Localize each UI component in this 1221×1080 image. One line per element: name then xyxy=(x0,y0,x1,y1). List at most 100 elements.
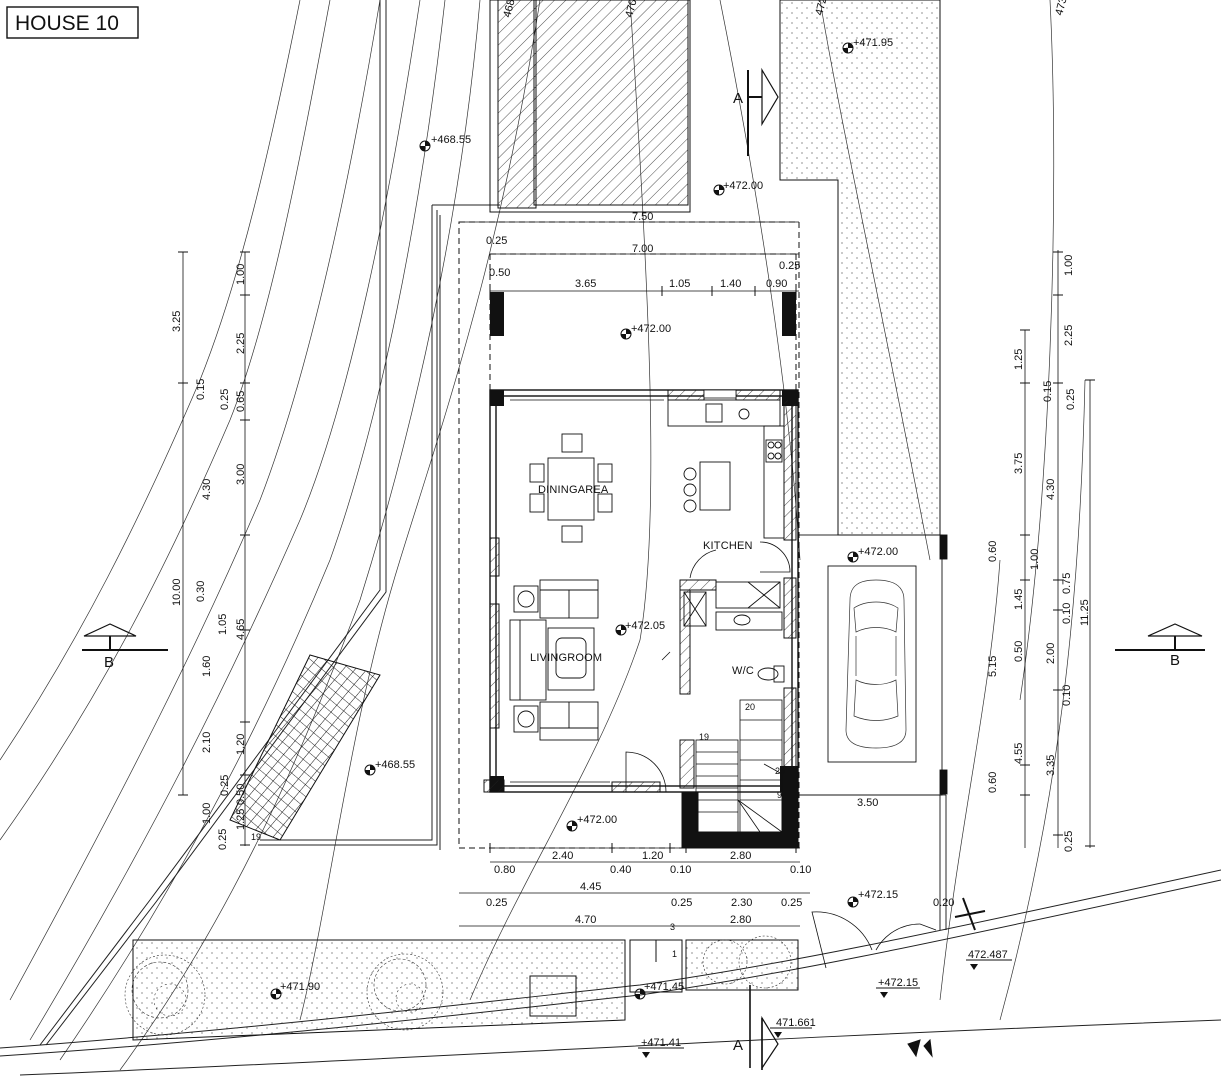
dim-label: 4.70 xyxy=(575,914,596,926)
dim-label: 0.25 xyxy=(217,829,229,850)
dim-label: 0.15 xyxy=(195,379,207,400)
level-markers: +468.55 +471.95 +472.00 +472.00 +472.00 … xyxy=(270,37,898,1000)
dim-label: 11.25 xyxy=(1079,599,1091,626)
dim-label: 1.25 xyxy=(1013,349,1025,370)
dim-label: 4.30 xyxy=(201,479,213,500)
tree-icon xyxy=(366,953,444,1031)
windows xyxy=(510,389,737,787)
dim-label: 1.60 xyxy=(201,656,213,677)
dimension-ticks xyxy=(178,251,1095,853)
contour-label-473: 473 xyxy=(1053,0,1069,17)
dim-label: 0.80 xyxy=(494,864,515,876)
dim-label: 1.00 xyxy=(1063,255,1075,276)
tree-icon xyxy=(124,954,206,1036)
level-label: +471.45 xyxy=(644,981,684,993)
dim-label: 1.00 xyxy=(1029,549,1041,570)
dim-label: 0.60 xyxy=(987,541,999,562)
dims-left-outer: 3.25 0.15 4.30 10.00 0.30 1.60 2.10 1.00… xyxy=(171,311,229,850)
dims-top: 7.50 0.25 7.00 0.25 0.50 3.65 1.05 1.40 … xyxy=(486,211,800,290)
level-marker: +472.00 xyxy=(620,323,671,340)
dim-label: 0.15 xyxy=(1042,381,1054,402)
level-label: 471.661 xyxy=(776,1017,816,1029)
level-label: +472.00 xyxy=(577,814,617,826)
stair-numbers: 20 19 25 9 19 3 1 xyxy=(251,702,785,959)
entrance-gate xyxy=(529,897,986,1068)
section-label-b-left: B xyxy=(104,654,114,671)
dim-label: 7.00 xyxy=(632,243,653,255)
dim-label: 2.80 xyxy=(730,914,751,926)
dim-label: 1.25 xyxy=(235,809,247,830)
dining-table xyxy=(529,433,613,543)
dim-label: 0.75 xyxy=(1061,573,1073,594)
level-marker: +472.15 xyxy=(847,889,898,908)
dim-label: 0.25 xyxy=(779,260,800,272)
level-label: +468.55 xyxy=(375,759,415,771)
section-marker-a-bottom: A xyxy=(733,1015,779,1070)
car-icon xyxy=(845,579,907,749)
dim-label: 4.45 xyxy=(580,881,601,893)
dims-right-b: 0.15 4.30 1.00 1.45 0.50 2.00 4.55 3.35 xyxy=(1013,381,1057,776)
level-marker: +468.55 xyxy=(364,759,415,776)
dim-label: 0.50 xyxy=(235,784,247,805)
stair-number: 19 xyxy=(251,832,261,842)
dim-label: 0.10 xyxy=(790,864,811,876)
level-label: +472.00 xyxy=(631,323,671,335)
tree-icon xyxy=(702,935,792,989)
dim-label: 0.10 xyxy=(1061,685,1073,706)
dims-right-a: 1.25 3.75 0.60 5.15 0.60 xyxy=(987,349,1025,793)
dim-label: 1.00 xyxy=(235,264,247,285)
section-label-a-bottom: A xyxy=(733,1037,743,1054)
stair-number: 19 xyxy=(699,732,709,742)
living-furniture xyxy=(509,579,599,741)
dim-label: 5.15 xyxy=(987,656,999,677)
dim-label: 0.10 xyxy=(1061,603,1073,624)
dim-label: 0.25 xyxy=(486,897,507,909)
level-triangle: 472.487 xyxy=(966,949,1012,970)
dim-label: 4.55 xyxy=(1013,743,1025,764)
dim-label: 3.75 xyxy=(1013,453,1025,474)
dim-label: 3.50 xyxy=(857,797,878,809)
dim-label: 0.50 xyxy=(1013,641,1025,662)
stair-number: 1 xyxy=(672,949,677,959)
dim-label: 0.25 xyxy=(486,235,507,247)
level-triangles: 472.487 +472.15 471.661 +471.41 xyxy=(638,949,1012,1058)
dim-label: 3.35 xyxy=(1045,755,1057,776)
dim-label: 3.65 xyxy=(575,278,596,290)
door-swings xyxy=(625,541,937,969)
dim-label: 2.25 xyxy=(235,333,247,354)
section-label-b-right: B xyxy=(1170,652,1180,669)
level-marker: +468.55 xyxy=(419,134,471,152)
wc-fixtures xyxy=(683,581,785,683)
level-label: +471.41 xyxy=(641,1037,681,1049)
dim-label: 2.30 xyxy=(731,897,752,909)
dim-label: 1.20 xyxy=(642,850,663,862)
dim-label: 1.40 xyxy=(720,278,741,290)
dim-label: 0.25 xyxy=(1063,831,1075,852)
dim-label: 1.00 xyxy=(201,803,213,824)
stair-number: 25 xyxy=(775,766,785,776)
level-label: +472.00 xyxy=(723,180,763,192)
dim-label: 3.00 xyxy=(235,464,247,485)
level-marker: +471.90 xyxy=(270,981,320,1000)
stair-number: 3 xyxy=(670,922,675,932)
section-marker-b-right: B xyxy=(1115,623,1205,669)
dim-label: 1.20 xyxy=(235,734,247,755)
internal-stair xyxy=(695,699,783,833)
dim-label: 0.50 xyxy=(489,267,510,279)
title-box xyxy=(6,6,139,39)
dims-left-inner: 1.00 2.25 0.25 0.65 3.00 1.05 4.65 1.20 … xyxy=(217,264,247,830)
dim-label: 0.25 xyxy=(781,897,802,909)
dim-label: 4.65 xyxy=(235,619,247,640)
section-marker-a-top: A xyxy=(733,67,779,156)
dim-label: 0.90 xyxy=(766,278,787,290)
dim-label: 2.40 xyxy=(552,850,573,862)
level-label: +472.15 xyxy=(878,977,918,989)
dim-label: 7.50 xyxy=(632,211,653,223)
level-marker: +472.00 xyxy=(713,180,763,196)
level-triangle: 471.661 xyxy=(770,1017,816,1038)
kitchen-counter xyxy=(667,399,785,539)
dim-label: 0.20 xyxy=(933,897,954,909)
pool xyxy=(489,0,691,213)
level-marker: +471.95 xyxy=(842,37,893,54)
